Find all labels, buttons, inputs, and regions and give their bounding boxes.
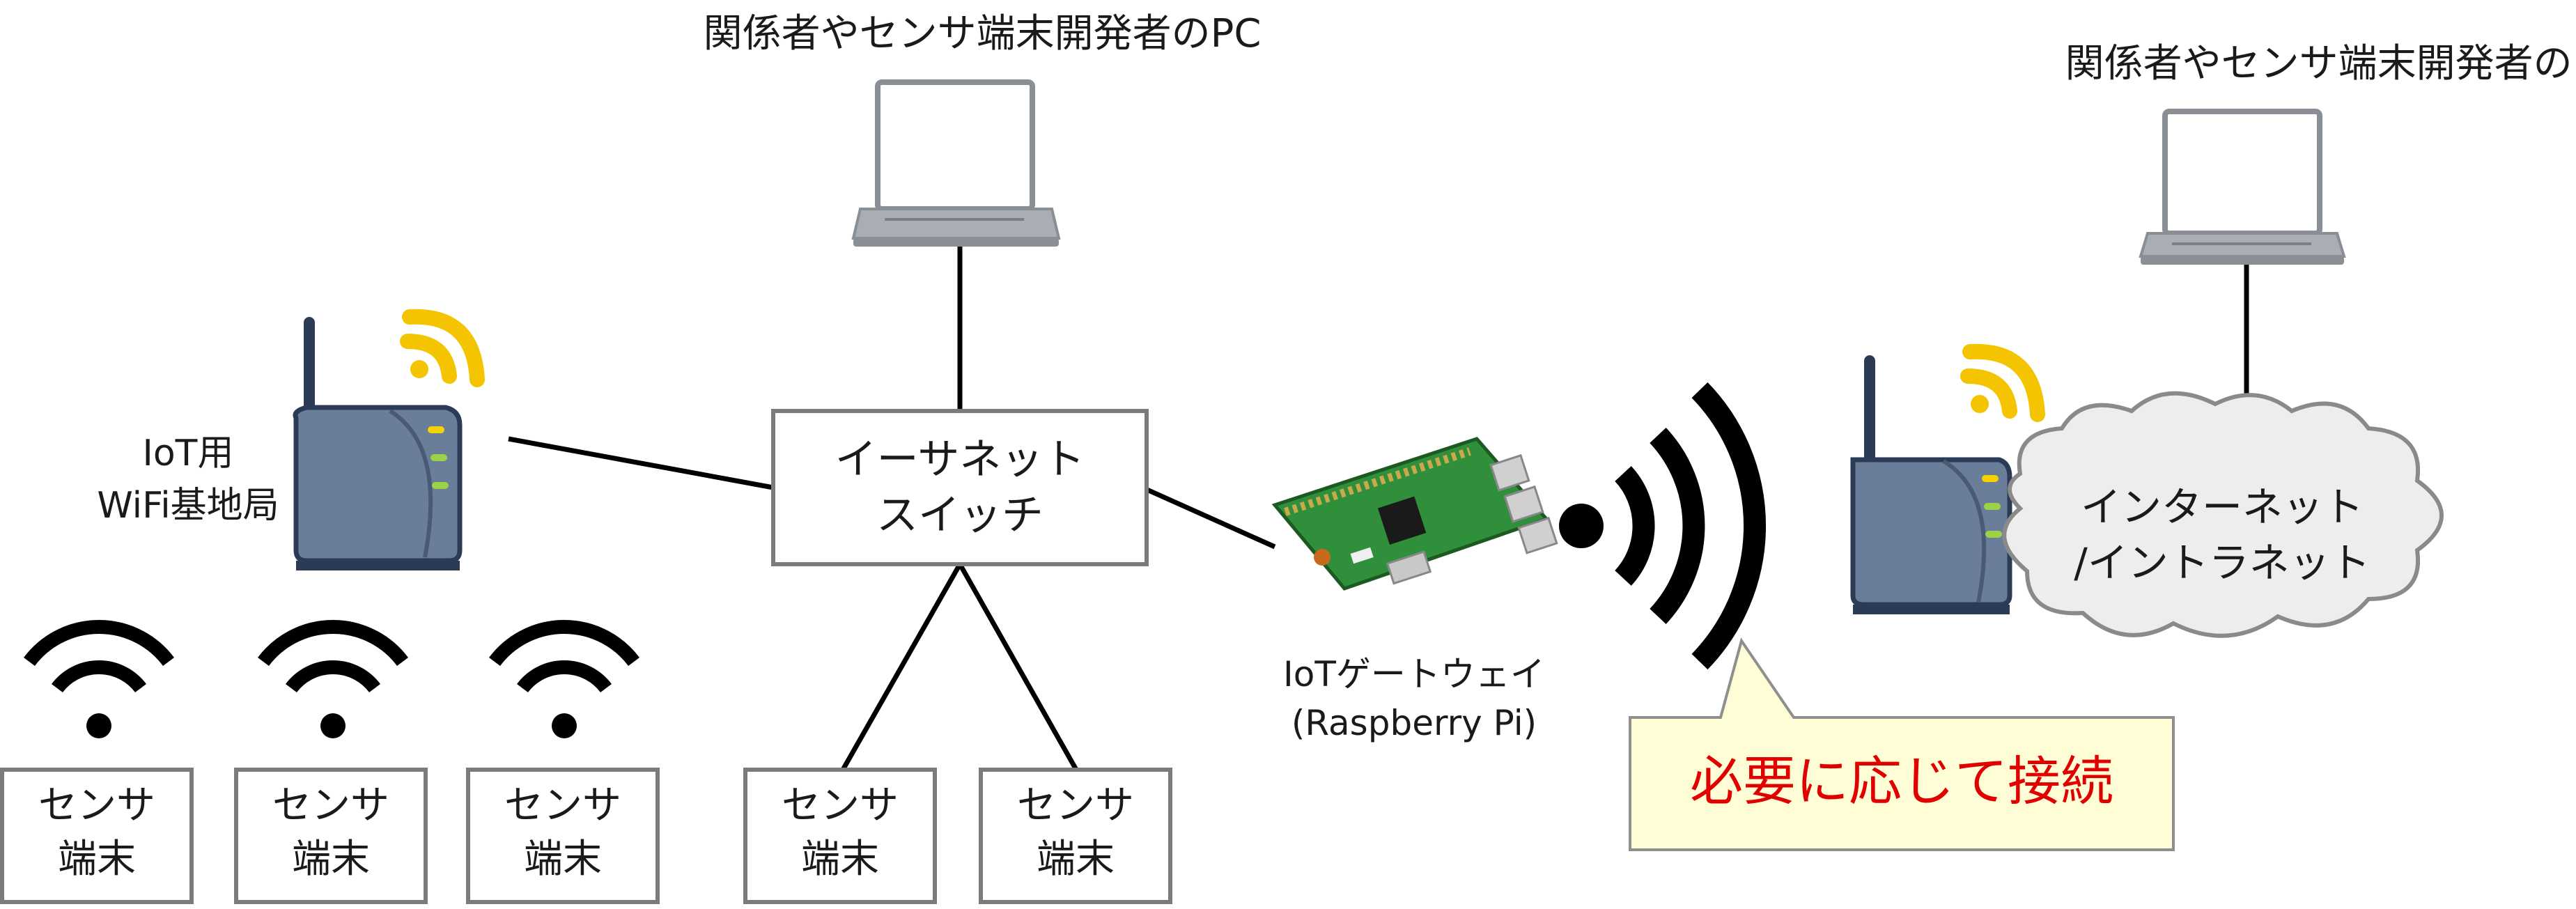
wifi-icon-sensor1	[24, 620, 174, 738]
cloud-label-line1: インターネット	[2081, 483, 2364, 531]
sensor-terminal-1: センサ 端末	[0, 768, 194, 904]
sensor-terminal-3: センサ 端末	[466, 768, 660, 904]
pc-left-label: 関係者やセンサ端末開発者のPC	[704, 11, 1262, 56]
signal-icon-ap-left	[400, 309, 485, 387]
sensor-label-line1: センサ	[272, 783, 389, 828]
wifi-router-right	[1850, 343, 2045, 614]
sensor-terminal-4: センサ 端末	[743, 768, 937, 904]
pc-laptop-left: 関係者やセンサ端末開発者のPC	[704, 11, 1262, 247]
link-switch-sensor4	[840, 563, 963, 771]
link-switch-gateway	[1141, 485, 1276, 550]
ap-label-line2: WiFi基地局	[97, 485, 279, 527]
ethernet-switch: イーサネット スイッチ	[771, 409, 1149, 566]
wifi-icon-sensor2	[258, 620, 408, 738]
sensor-terminal-2: センサ 端末	[234, 768, 428, 904]
sensor-label-line2: 端末	[801, 837, 879, 882]
pc-laptop-right: 関係者やセンサ端末開発者のPC	[2065, 41, 2576, 265]
connect-callout: 必要に応じて接続	[1629, 637, 2175, 851]
callout-text: 必要に応じて接続	[1690, 750, 2113, 812]
sensor-label-line2: 端末	[524, 837, 602, 882]
sensor-label-line1: センサ	[38, 783, 155, 828]
wireless-signal-icon	[1559, 382, 1766, 670]
connection-lines	[508, 247, 2249, 771]
link-ap-switch	[508, 436, 774, 490]
pc-right-label: 関係者やセンサ端末開発者のPC	[2065, 41, 2576, 86]
raspberry-pi-board: IoTゲートウェイ (Raspberry Pi)	[1271, 437, 1558, 743]
sensor-label-line1: センサ	[504, 783, 621, 828]
sensor-label-line2: 端末	[1037, 837, 1115, 882]
switch-label-line1: イーサネット	[835, 435, 1085, 484]
cloud-label-line2: /イントラネット	[2074, 539, 2371, 586]
sensor-label-line1: センサ	[782, 783, 899, 828]
link-switch-sensor5	[957, 563, 1079, 771]
wifi-router-left: IoT用 WiFi基地局	[97, 309, 485, 570]
sensor-label-line2: 端末	[58, 837, 136, 882]
sensor-label-line1: センサ	[1017, 783, 1134, 828]
gateway-label-line1: IoTゲートウェイ	[1283, 654, 1545, 694]
signal-icon-ap-right	[1960, 343, 2045, 422]
switch-label-line2: スイッチ	[876, 491, 1043, 540]
ap-label-line1: IoT用	[143, 433, 234, 474]
sensor-terminal-5: センサ 端末	[979, 768, 1172, 904]
wifi-icon-sensor3	[489, 620, 639, 738]
internet-cloud: インターネット /イントラネット	[2002, 391, 2444, 638]
gateway-label-line2: (Raspberry Pi)	[1291, 703, 1537, 743]
sensor-label-line2: 端末	[292, 837, 370, 882]
